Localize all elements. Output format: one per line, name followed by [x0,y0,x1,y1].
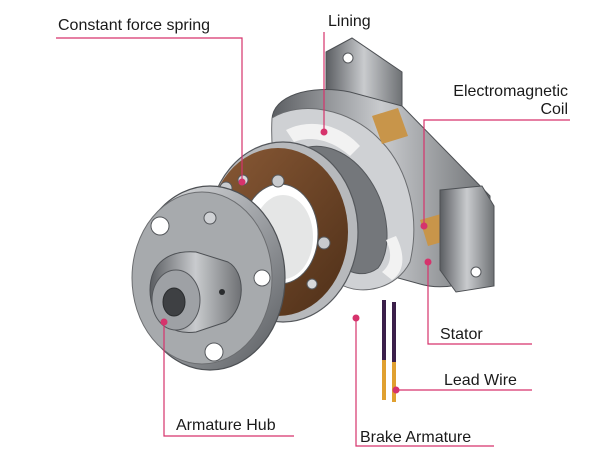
label-lining: Lining [328,13,371,30]
armature-hub [131,185,286,371]
leader-armature [355,318,494,447]
leader-lines [56,32,570,447]
lead-wires [382,300,396,402]
label-lead-wire: Lead Wire [444,372,517,389]
label-electromagnetic: Electromagnetic [453,83,568,100]
leader-hub [163,322,294,437]
leader-coil [423,119,570,226]
label-brake-armature: Brake Armature [360,429,472,446]
label-stator: Stator [440,326,483,343]
label-constant-force-spring: Constant force spring [58,17,211,34]
leader-spring [56,37,243,182]
label-coil: Coil [540,101,568,118]
label-armature-hub: Armature Hub [176,417,276,434]
leader-dots [160,128,432,394]
leader-stator [427,262,532,345]
